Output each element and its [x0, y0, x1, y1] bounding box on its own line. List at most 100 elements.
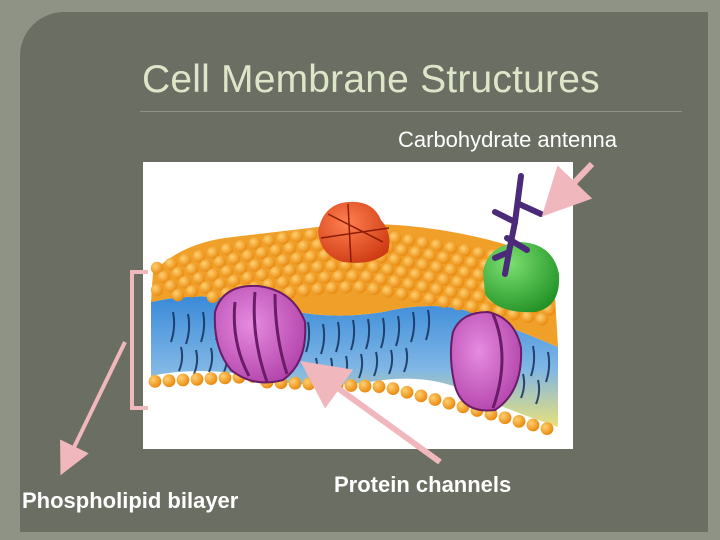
- slide-title: Cell Membrane Structures: [142, 58, 600, 101]
- lipid-head: [269, 266, 283, 279]
- lipid-head: [437, 251, 451, 264]
- lipid-head: [255, 246, 269, 260]
- protein-arrow: [300, 360, 442, 465]
- lipid-head: [276, 254, 290, 267]
- lipid-head: [234, 262, 248, 275]
- lipid-head: [512, 414, 526, 428]
- lipid-head: [176, 373, 190, 387]
- lipid-head: [381, 263, 395, 276]
- lipid-head: [414, 389, 428, 403]
- lipid-head: [458, 288, 472, 301]
- lipid-head: [437, 273, 451, 286]
- lipid-head: [521, 310, 535, 323]
- lipid-head: [171, 266, 185, 280]
- lipid-head: [535, 313, 549, 326]
- lipid-head: [276, 276, 290, 289]
- lipid-head: [395, 287, 409, 301]
- lipid-head: [395, 243, 409, 257]
- lipid-head: [269, 244, 283, 257]
- lipid-head: [190, 372, 204, 386]
- lipid-head: [472, 290, 486, 304]
- lipid-head: [423, 270, 437, 284]
- lipid-head: [451, 275, 465, 289]
- lipid-head: [526, 418, 540, 432]
- lipid-head: [164, 257, 178, 271]
- lipid-head: [388, 275, 402, 288]
- lipid-head: [185, 263, 199, 276]
- carbohydrate-antenna: [492, 173, 544, 277]
- lipid-head: [192, 272, 206, 285]
- lipid-head: [353, 280, 367, 294]
- lipid-head: [423, 292, 437, 306]
- lipid-head: [262, 234, 276, 247]
- lipid-head: [283, 264, 297, 277]
- lipid-head: [367, 260, 381, 274]
- lipid-head: [444, 241, 458, 255]
- cell-membrane-illustration: [143, 162, 573, 449]
- lipid-head: [388, 253, 402, 266]
- label-protein-channels: Protein channels: [334, 472, 512, 497]
- lipid-head: [458, 266, 472, 279]
- phospholipid-arrow: [60, 341, 127, 476]
- lipid-head: [227, 252, 241, 266]
- lipid-head: [262, 256, 276, 269]
- lipid-head: [360, 270, 374, 283]
- lipid-head: [199, 259, 213, 272]
- lipid-head: [162, 374, 176, 388]
- lipid-head: [311, 260, 325, 274]
- lipid-head: [465, 300, 479, 313]
- lipid-head: [311, 282, 325, 296]
- lipid-head: [206, 268, 220, 282]
- lipid-head: [220, 243, 234, 256]
- lipid-head: [498, 411, 512, 425]
- lipid-head: [318, 271, 332, 284]
- lipid-head: [297, 262, 311, 275]
- lipid-head: [148, 375, 162, 388]
- globular-protein-green: [483, 242, 560, 313]
- lipid-head: [442, 396, 456, 410]
- lipid-head: [416, 236, 430, 249]
- lipid-head: [388, 231, 402, 244]
- lipid-head: [171, 288, 185, 302]
- bilayer-bracket: [130, 270, 148, 410]
- lipid-head: [206, 246, 220, 260]
- lipid-head: [325, 259, 339, 273]
- lipid-head: [430, 283, 444, 296]
- lipid-head: [297, 240, 311, 253]
- lipid-head: [304, 272, 318, 285]
- lipid-head: [400, 385, 414, 399]
- lipid-head: [451, 253, 465, 267]
- lipid-head: [540, 422, 554, 436]
- lipid-head: [255, 268, 269, 282]
- lipid-head: [372, 380, 386, 394]
- label-phospholipid-bilayer: Phospholipid bilayer: [22, 488, 239, 513]
- lipid-head: [241, 271, 255, 284]
- channel-protein-right: [449, 310, 523, 412]
- lipid-head: [248, 259, 262, 272]
- lipid-head: [430, 239, 444, 252]
- lipid-head: [465, 278, 479, 291]
- lipid-head: [374, 273, 388, 286]
- lipid-head: [358, 379, 372, 393]
- lipid-head: [157, 270, 171, 284]
- carbohydrate-arrow: [541, 161, 595, 217]
- lipid-head: [297, 284, 311, 297]
- lipid-head: [288, 376, 302, 390]
- lipid-head: [164, 279, 178, 293]
- lipid-head: [430, 261, 444, 274]
- lipid-head: [241, 249, 255, 262]
- lipid-head: [409, 246, 423, 259]
- lipid-head: [248, 237, 262, 250]
- lipid-head: [367, 282, 381, 296]
- lipid-head: [386, 382, 400, 395]
- lipid-head: [428, 393, 442, 406]
- lipid-head: [346, 269, 360, 283]
- lipid-head: [213, 277, 227, 291]
- lipid-head: [395, 265, 409, 279]
- lipid-head: [332, 270, 346, 283]
- lipid-head: [423, 248, 437, 262]
- lipid-head: [178, 275, 192, 289]
- lipid-head: [220, 265, 234, 278]
- lipid-head: [234, 240, 248, 253]
